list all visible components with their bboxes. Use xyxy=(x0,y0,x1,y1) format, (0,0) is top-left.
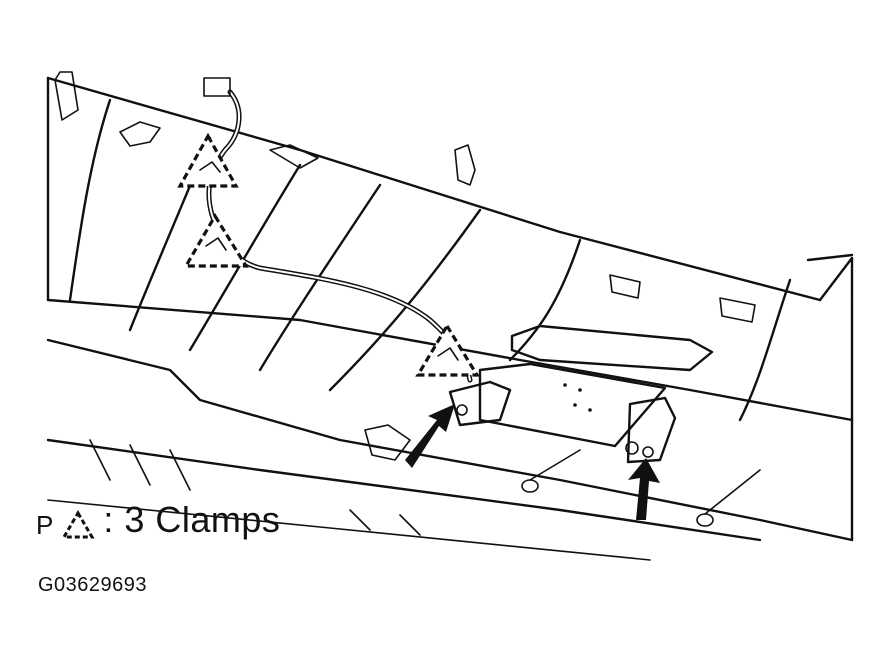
legend-text: : 3 Clamps xyxy=(103,499,281,540)
arrow-right-bolt xyxy=(628,458,660,520)
clamp-1 xyxy=(177,132,239,188)
clamp-3 xyxy=(415,322,480,377)
legend-prefix: P xyxy=(36,510,54,540)
seat-bracket-assembly xyxy=(448,324,714,464)
legend: P : 3 Clamps xyxy=(36,500,280,540)
side-fittings xyxy=(521,449,761,527)
dashed-triangle-clamp-icon xyxy=(61,510,95,539)
figure-id: G03629693 xyxy=(38,574,148,596)
panel-tabs xyxy=(54,71,756,461)
floor-panel-outline xyxy=(46,76,854,561)
arrow-left-bolt xyxy=(405,404,455,468)
wire-harness xyxy=(203,77,473,383)
clamp-2 xyxy=(183,212,249,268)
